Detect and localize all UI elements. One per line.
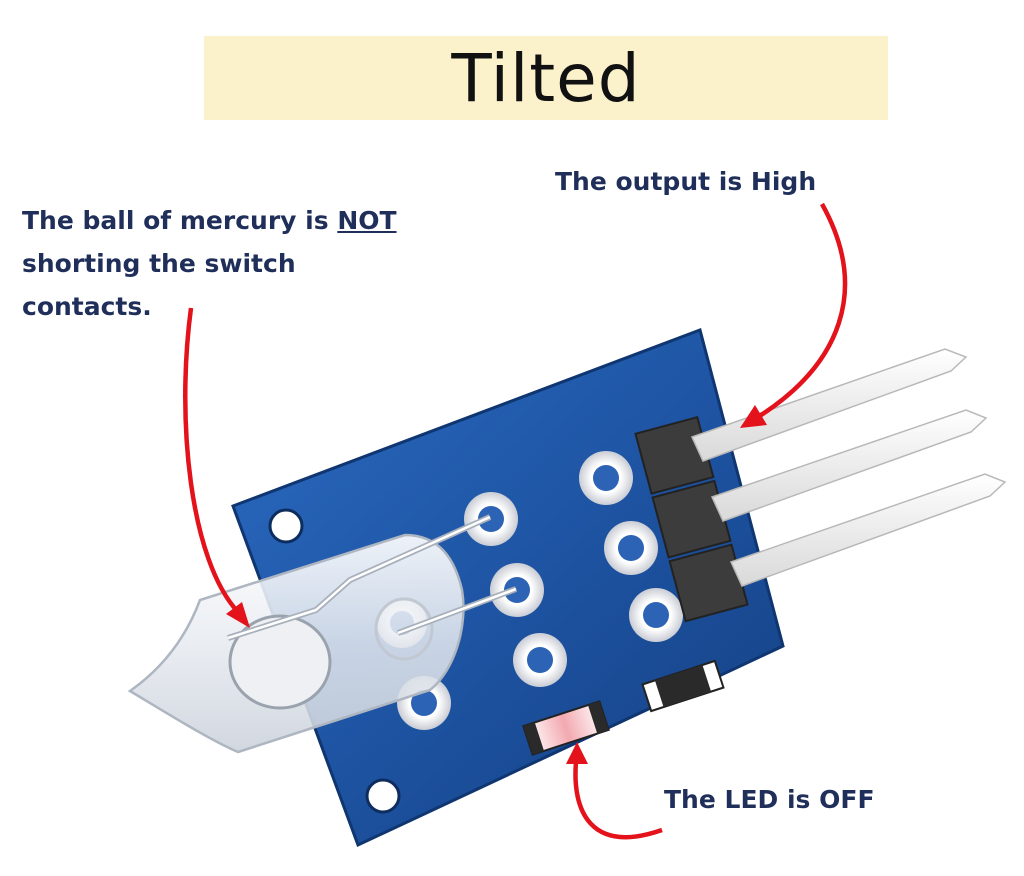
solder-pad xyxy=(411,690,437,716)
mounting-hole xyxy=(365,778,401,814)
led-label: The LED is OFF xyxy=(664,785,875,814)
smd-led xyxy=(522,700,610,756)
arrow-mercury-head xyxy=(226,602,250,628)
glass-end-cap xyxy=(374,597,434,661)
mercury-tilt-switch xyxy=(127,514,518,754)
solder-pads xyxy=(377,451,683,730)
header-pin xyxy=(690,348,968,462)
solder-pad xyxy=(618,535,644,561)
solder-pad xyxy=(478,506,504,532)
arrow-led-head xyxy=(566,742,588,764)
solder-pad xyxy=(593,465,619,491)
callout-arrows xyxy=(183,202,848,840)
mercury-label-line2: shorting the switch xyxy=(22,249,296,278)
mercury-label: The ball of mercury is NOT shorting the … xyxy=(22,199,462,328)
contact-wire xyxy=(397,587,517,635)
header-pin xyxy=(729,473,1007,587)
mercury-label-line1: The ball of mercury is xyxy=(22,206,338,235)
header-pins xyxy=(690,348,1007,587)
output-label: The output is High xyxy=(555,167,817,196)
title: Tilted xyxy=(451,39,641,117)
header-pin xyxy=(710,409,988,522)
mercury-label-emphasis: NOT xyxy=(337,206,397,235)
solder-pad xyxy=(527,647,553,673)
arrow-output xyxy=(756,202,848,419)
solder-pad xyxy=(504,577,530,603)
arrow-mercury xyxy=(183,307,240,614)
smd-resistor xyxy=(641,659,725,713)
solder-pad xyxy=(643,602,669,628)
title-banner: Tilted xyxy=(204,36,888,120)
arrow-output-head xyxy=(740,405,767,428)
mounting-hole xyxy=(268,508,304,544)
mercury-ball xyxy=(228,614,332,710)
arrow-led xyxy=(573,761,663,840)
contact-wire xyxy=(227,515,491,640)
mercury-label-line3: contacts. xyxy=(22,292,152,321)
pin-header xyxy=(634,415,749,623)
